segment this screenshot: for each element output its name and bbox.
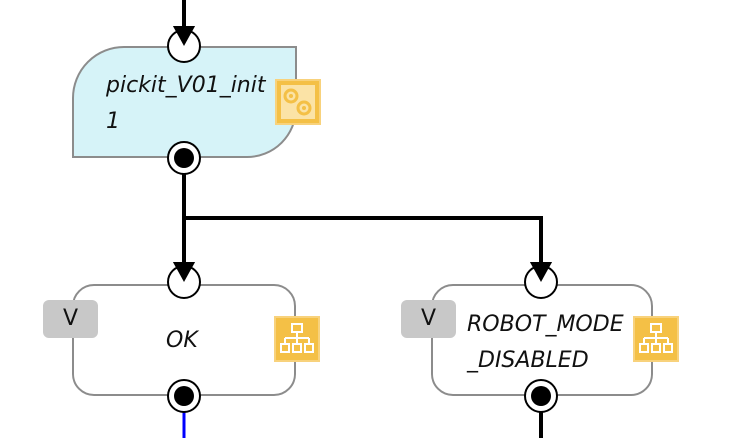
init-node-label: pickit_V01_init1 [106, 73, 266, 134]
robot-node-label: ROBOT_MODE_DISABLED [467, 312, 624, 373]
ok-node-badge: V [43, 300, 98, 338]
robot-node-badge: V [401, 300, 456, 338]
ok-node[interactable] [72, 284, 296, 396]
hierarchy-icon [274, 316, 320, 362]
ok-node-label: OK [166, 328, 198, 353]
gears-icon [275, 79, 321, 125]
hierarchy-icon [633, 316, 679, 362]
robot-mode-disabled-node[interactable] [431, 284, 653, 396]
